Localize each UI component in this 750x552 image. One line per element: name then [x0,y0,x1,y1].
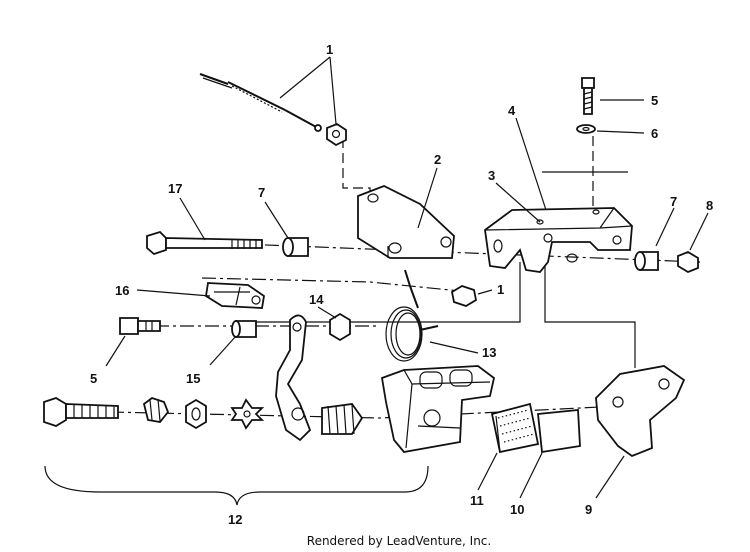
callout-11: 11 [470,493,484,508]
callout-17: 17 [168,181,182,196]
footer-credit-text: Rendered by LeadVenture, Inc. [306,534,492,548]
callout-16: 16 [115,283,129,298]
caliper-plate-9-part [595,365,686,458]
callout-2: 2 [434,152,441,167]
callout-4: 4 [508,103,516,118]
adjuster-bolt-part [43,397,119,427]
brake-pad-11-part [490,402,540,454]
callout-6: 6 [651,126,658,141]
caliper-housing-part [380,365,496,453]
callout-1-lower: 1 [497,282,504,297]
callout-15: 15 [186,371,200,386]
callout-14: 14 [309,292,324,307]
callout-5-top: 5 [651,93,658,108]
mounting-block-part [484,207,633,273]
long-bolt-part [146,230,263,256]
bushing-part [231,320,257,338]
lock-washer-part [576,124,596,134]
leader-lines [44,56,709,506]
star-washer-part [230,398,265,430]
torsion-spring-part [385,269,439,362]
backing-plate-10-part [537,409,581,454]
hex-nut-part [185,398,207,430]
clevis-part [205,282,265,309]
short-screw-part [119,317,161,335]
callout-labels: 1 1 2 3 4 5 5 6 7 7 8 9 10 11 12 13 14 1… [90,42,713,527]
callout-12: 12 [228,512,242,527]
nut-lower-part [450,285,478,307]
nut-14-part [329,312,351,342]
callout-8: 8 [706,198,713,213]
castle-nut-part [142,396,170,423]
callout-7-left: 7 [258,185,265,200]
nut-right-part [677,250,699,274]
spacer-right-part [634,251,659,271]
callout-1-top: 1 [326,42,333,57]
callout-10: 10 [510,502,524,517]
spacer-left-part [282,237,309,257]
top-screw-part [581,77,595,115]
callout-5-left: 5 [90,371,97,386]
pinion-gear-part [321,403,364,435]
callout-7-right: 7 [670,194,677,209]
throttle-cable-part [199,73,347,147]
callout-3: 3 [488,168,495,183]
callout-9: 9 [585,502,592,517]
callout-13: 13 [482,345,496,360]
footer-credit: Rendered by LeadVenture, Inc. [0,534,750,548]
lever-arm-part [275,314,312,442]
bracket-part [357,185,455,259]
